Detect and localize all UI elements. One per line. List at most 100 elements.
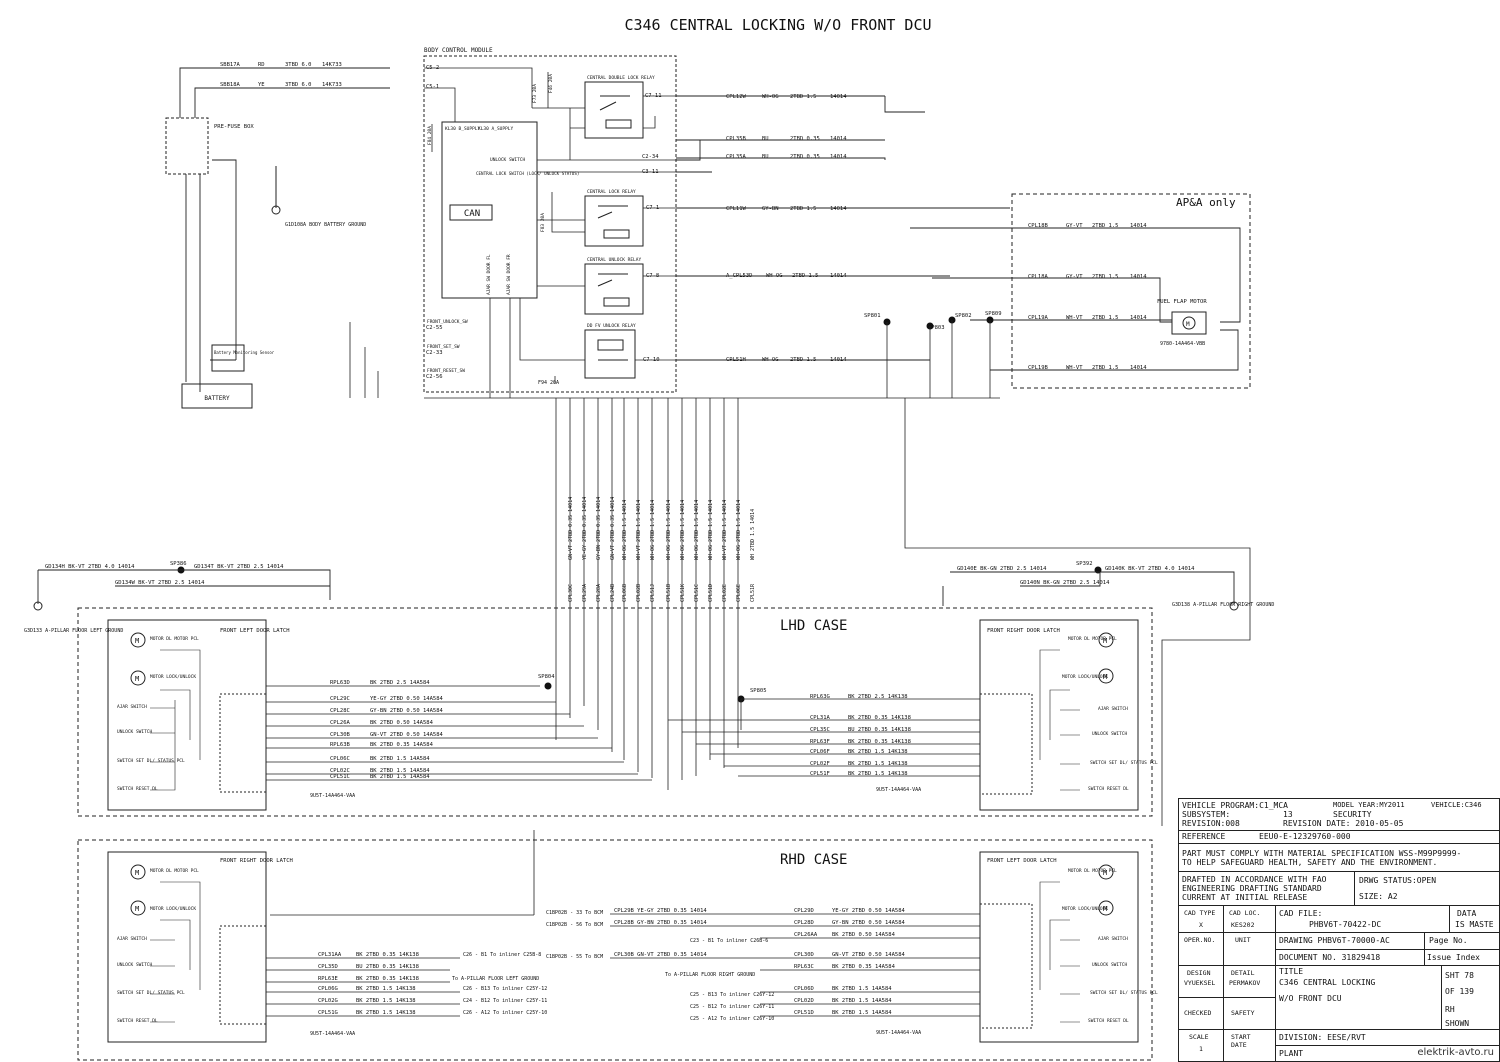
svg-text:MOTOR DL MOTOR PCL: MOTOR DL MOTOR PCL [1068, 636, 1117, 642]
svg-text:CENTRAL LOCK RELAY: CENTRAL LOCK RELAY [587, 189, 636, 195]
svg-text:CPL30C: CPL30C [568, 584, 574, 602]
svg-text:CPL18A: CPL18A [1028, 274, 1049, 280]
svg-text:YE-GY 2TBD 0.50 14A584: YE-GY 2TBD 0.50 14A584 [832, 908, 906, 914]
svg-text:SP805: SP805 [750, 688, 767, 694]
svg-text:GY-VT: GY-VT [1066, 223, 1083, 229]
svg-text:CPL51C: CPL51C [694, 584, 700, 602]
diagram-title: C346 CENTRAL LOCKING W/O FRONT DCU [624, 16, 931, 34]
battery-sensor-label: Battery Monitoring Sensor [214, 350, 275, 355]
bcm-unlock-switch: UNLOCK SWITCH [490, 157, 526, 163]
tb-cad-file-val: PHBV6T-70422-DC [1309, 920, 1382, 929]
tb-oper-no: OPER.NO. [1184, 936, 1216, 944]
svg-text:BK 2TBD 0.50 14A584: BK 2TBD 0.50 14A584 [832, 932, 896, 938]
svg-text:CPL02D: CPL02D [794, 998, 814, 1004]
svg-text:C25 - B12 To inliner C26Y-11: C25 - B12 To inliner C26Y-11 [690, 1004, 774, 1010]
tb-title-label: TITLE [1279, 967, 1304, 976]
svg-text:BU: BU [762, 136, 769, 142]
lhd-case-outline [77, 607, 1153, 817]
svg-text:14014: 14014 [1130, 365, 1147, 371]
svg-text:AJAR SWITCH: AJAR SWITCH [1098, 936, 1128, 942]
svg-text:UNLOCK SWITCH: UNLOCK SWITCH [1092, 731, 1128, 737]
svg-text:M: M [1103, 869, 1107, 877]
lhd-left-latch: FRONT LEFT DOOR LATCH M M MOTOR DL MOTOR… [107, 619, 290, 811]
svg-text:2TBD 1.5: 2TBD 1.5 [790, 206, 817, 212]
tb-unit: UNIT [1235, 936, 1251, 944]
svg-text:2TBD 1.5: 2TBD 1.5 [1092, 315, 1119, 321]
tb-title-val-2: W/O FRONT DCU [1279, 994, 1342, 1003]
watermark: elektrik-avto.ru [1417, 1047, 1494, 1058]
svg-text:CPL35B: CPL35B [726, 136, 747, 142]
svg-text:GY-BN 2TBD 0.50 14A584: GY-BN 2TBD 0.50 14A584 [832, 920, 906, 926]
svg-text:BK 2TBD 1.5 14K138: BK 2TBD 1.5 14K138 [848, 761, 908, 767]
tb-reference: REFERENCE [1182, 832, 1226, 841]
svg-text:FRONT RIGHT DOOR LATCH: FRONT RIGHT DOOR LATCH [220, 858, 293, 864]
svg-text:BK 2TBD 0.35 14A584: BK 2TBD 0.35 14A584 [370, 742, 434, 748]
svg-text:2TBD 0.35: 2TBD 0.35 [790, 136, 820, 142]
tb-reference-val: EEU0-E-12329760-000 [1259, 832, 1351, 841]
rhd-left-part: 9U5T-14A464-VAA [310, 1031, 355, 1037]
lhd-right-part: 9U5T-14A464-VAA [876, 787, 921, 793]
bcm-cl-switch: CENTRAL LOCK SWITCH (LOCK/ UNLOCK STATUS… [476, 171, 579, 176]
svg-text:CPL19B: CPL19B [1028, 365, 1049, 371]
svg-text:CPL02B: CPL02B [636, 584, 642, 602]
svg-text:CPL02E: CPL02E [722, 584, 728, 602]
svg-text:RPL63E: RPL63E [318, 976, 338, 982]
battery-feed-wires [179, 67, 390, 392]
svg-text:SWITCH RESET DL: SWITCH RESET DL [117, 786, 158, 792]
svg-text:CPL11W: CPL11W [726, 206, 747, 212]
pre-fuse-label: PRE-FUSE BOX [214, 124, 254, 130]
battery-label: BATTERY [204, 395, 230, 402]
svg-text:AJAR SWITCH: AJAR SWITCH [1098, 706, 1128, 712]
lhd-case-label: LHD CASE [780, 618, 847, 634]
svg-text:CPL06C: CPL06C [330, 756, 350, 762]
svg-text:GY-BN 2TBD 0.50 14A584: GY-BN 2TBD 0.50 14A584 [370, 708, 444, 714]
tb-comply-2: TO HELP SAFEGUARD HEALTH, SAFETY AND THE… [1182, 858, 1438, 867]
svg-text:GN-VT 2TBD 0.50 14A584: GN-VT 2TBD 0.50 14A584 [832, 952, 906, 958]
svg-text:RPL63D: RPL63D [330, 680, 350, 686]
svg-text:14014: 14014 [830, 136, 847, 142]
svg-text:CPL31A: CPL31A [810, 715, 831, 721]
svg-text:2TBD 1.5: 2TBD 1.5 [1092, 223, 1119, 229]
svg-text:C25 - A12 To inliner C26Y-10: C25 - A12 To inliner C26Y-10 [690, 1016, 774, 1022]
svg-text:RPL63G: RPL63G [810, 694, 830, 700]
svg-text:BK 2TBD 1.5 14K138: BK 2TBD 1.5 14K138 [356, 1010, 416, 1016]
svg-text:CPL29B YE-GY 2TBD 0.35 14014: CPL29B YE-GY 2TBD 0.35 14014 [614, 908, 707, 914]
svg-text:2TBD 1.5: 2TBD 1.5 [790, 94, 817, 100]
tb-security: SECURITY [1333, 810, 1372, 819]
svg-text:GD134W BK-VT 2TBD 2.5 14014: GD134W BK-VT 2TBD 2.5 14014 [115, 580, 205, 586]
ground-left-label: G3D133 A-PILLAR FLOOR LEFT GROUND [24, 628, 123, 634]
ground-right-label: G3D138 A-PILLAR FLOOR RIGHT GROUND [1172, 602, 1274, 608]
svg-text:MOTOR LOCK/UNLOCK: MOTOR LOCK/UNLOCK [150, 674, 196, 680]
svg-text:MOTOR DL MOTOR PCL: MOTOR DL MOTOR PCL [150, 636, 199, 642]
svg-text:2TBD 1.5: 2TBD 1.5 [1092, 365, 1119, 371]
fuel-flap-label: FUEL FLAP MOTOR [1157, 299, 1207, 305]
svg-text:FRONT LEFT DOOR LATCH: FRONT LEFT DOOR LATCH [220, 628, 290, 634]
svg-text:BK 2TBD 0.35 14K138: BK 2TBD 0.35 14K138 [356, 952, 419, 958]
bcm-ajar-fr: AJAR SW DOOR FR [506, 254, 512, 295]
svg-text:BK 2TBD 1.5 14A584: BK 2TBD 1.5 14A584 [832, 986, 892, 992]
svg-text:BU 2TBD 0.35 14K138: BU 2TBD 0.35 14K138 [356, 964, 419, 970]
svg-text:SP801: SP801 [864, 313, 881, 319]
can-label: CAN [464, 209, 480, 219]
vertical-wire-labels: CPL30C GN-VT 2TBD 0.35 14014 CPL29A YE-G… [568, 497, 756, 602]
fuse-f73: F73 20A [532, 84, 538, 103]
svg-text:M: M [1103, 637, 1107, 645]
svg-text:RPL63C: RPL63C [794, 964, 814, 970]
svg-text:YE: YE [258, 82, 265, 88]
relay-double-lock: CENTRAL DOUBLE LOCK RELAY [584, 75, 655, 139]
tb-plant: PLANT [1279, 1049, 1304, 1058]
battery-box [181, 383, 253, 409]
fuse-f46: F46 20A [548, 74, 554, 93]
svg-text:SP386: SP386 [170, 561, 187, 567]
tb-scale: SCALE [1189, 1033, 1209, 1041]
svg-text:GN-VT 2TBD 0.35 14014: GN-VT 2TBD 0.35 14014 [610, 497, 616, 560]
fuel-flap-part: 9780-14A464-VBB [1160, 341, 1205, 347]
svg-text:14014: 14014 [830, 154, 847, 160]
svg-text:14014: 14014 [1130, 223, 1147, 229]
svg-text:CPL06B: CPL06B [622, 584, 628, 602]
svg-text:CPL31AA: CPL31AA [318, 952, 342, 958]
svg-text:CPL35C: CPL35C [810, 727, 830, 733]
tb-division: DIVISION: EESE/RVT [1279, 1033, 1366, 1042]
svg-text:WH-OG 2TBD 1.5 14014: WH-OG 2TBD 1.5 14014 [650, 500, 656, 560]
